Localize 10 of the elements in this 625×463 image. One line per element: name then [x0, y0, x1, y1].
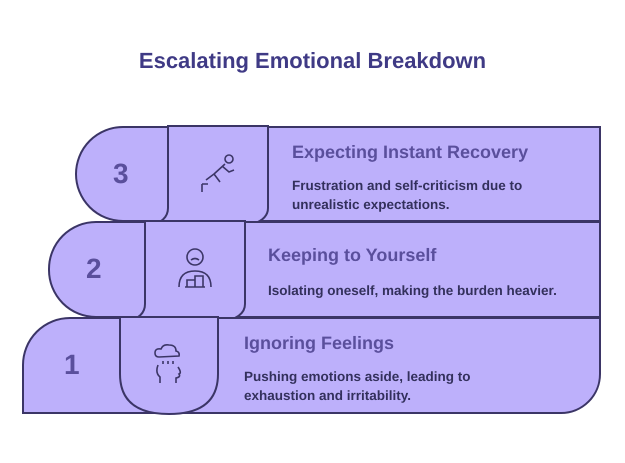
step-number: 2: [86, 253, 102, 285]
title: Escalating Emotional Breakdown: [138, 48, 488, 74]
step-number: 3: [113, 158, 129, 190]
step-heading: Ignoring Feelings: [244, 333, 394, 354]
step-description: Frustration and self-criticism due to unrealistic expectations.: [292, 177, 524, 214]
step-heading: Keeping to Yourself: [268, 245, 436, 266]
step-description: Isolating oneself, making the burden heavier.: [268, 282, 558, 300]
step-heading: Expecting Instant Recovery: [292, 142, 528, 163]
step-number: 1: [64, 349, 80, 381]
step-description: Pushing emotions aside, leading to exhaustion and irritability.: [244, 368, 472, 405]
